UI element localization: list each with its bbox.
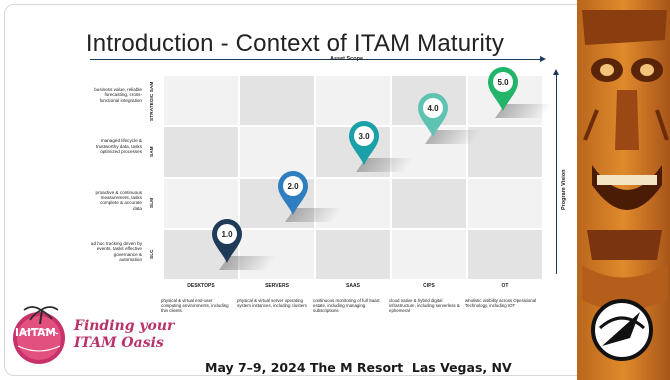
program-vision-axis-line (556, 74, 557, 274)
marker-label: 5.0 (497, 78, 509, 87)
grid-cell (239, 126, 315, 178)
grid-cell (391, 228, 467, 280)
maturity-marker: 2.0 (278, 171, 308, 215)
marker-label: 4.0 (427, 104, 439, 113)
grid-cell (163, 75, 239, 127)
grid-cell (467, 126, 543, 178)
asset-scope-arrow-icon (540, 56, 546, 62)
slide-title: Introduction - Context of ITAM Maturity (85, 30, 505, 57)
column-description: wholistic visibility across Operational … (465, 298, 537, 309)
row-tag: STRATEGIC SAM (150, 82, 155, 122)
column-description: cloud native & hybrid digital infrastruc… (389, 298, 460, 314)
row-tag: SLM (150, 197, 155, 208)
row-description: proactive & continuous measurement, task… (95, 189, 142, 211)
column-head: OT (501, 283, 509, 289)
seal-text: IAITAM (15, 327, 56, 339)
column-head: SERVERS (265, 283, 289, 289)
grid-cell (467, 228, 543, 280)
tagline: Finding your ITAM Oasis (74, 318, 174, 352)
tagline-line1: Finding your (74, 318, 175, 334)
column-description: physical & virtual end-user computing en… (161, 298, 229, 314)
tagline-line2: ITAM Oasis (74, 335, 164, 351)
row-description: ad hoc tracking driven by events, tasks … (90, 240, 142, 262)
grid-cell (391, 177, 467, 229)
column-description: physical & virtual server operating syst… (237, 298, 307, 309)
asset-scope-axis-line (90, 59, 542, 60)
maturity-marker: 3.0 (349, 121, 379, 165)
program-vision-label: Program Vision (561, 169, 567, 210)
marker-label: 3.0 (358, 132, 370, 141)
conference-seal (13, 306, 65, 364)
grid-cell (315, 75, 391, 127)
maturity-marker: 4.0 (418, 93, 448, 137)
marker-label: 1.0 (221, 230, 233, 239)
palm-tree-icon (23, 306, 59, 325)
tiki-totem-icon (577, 0, 670, 380)
asset-scope-label: Asset Scope (330, 56, 364, 62)
program-vision-arrow-icon (553, 69, 559, 75)
event-details: May 7–9, 2024 The M Resort Las Vegas, NV (205, 360, 512, 375)
grid-cell (239, 75, 315, 127)
marker-label: 2.0 (287, 182, 299, 191)
column-head: CIPS (423, 283, 435, 289)
grid-cell (239, 228, 315, 280)
grid-cell (315, 228, 391, 280)
row-description: business value, reliable forecasting, cr… (94, 87, 142, 103)
maturity-marker: 1.0 (212, 219, 242, 263)
row-tag: SLC (150, 249, 155, 260)
row-description: managed lifecycle & trustworthy data, ta… (96, 138, 142, 155)
maturity-grid (163, 75, 543, 280)
grid-cell (467, 177, 543, 229)
round-emblem-icon (591, 299, 653, 361)
grid-cell (163, 126, 239, 178)
column-description: continuous monitoring of full SaaS estat… (313, 298, 380, 314)
maturity-marker: 5.0 (488, 67, 518, 111)
column-head: DESKTOPS (187, 283, 215, 289)
column-head: SAAS (346, 283, 360, 289)
row-tag: SAM (150, 146, 155, 157)
